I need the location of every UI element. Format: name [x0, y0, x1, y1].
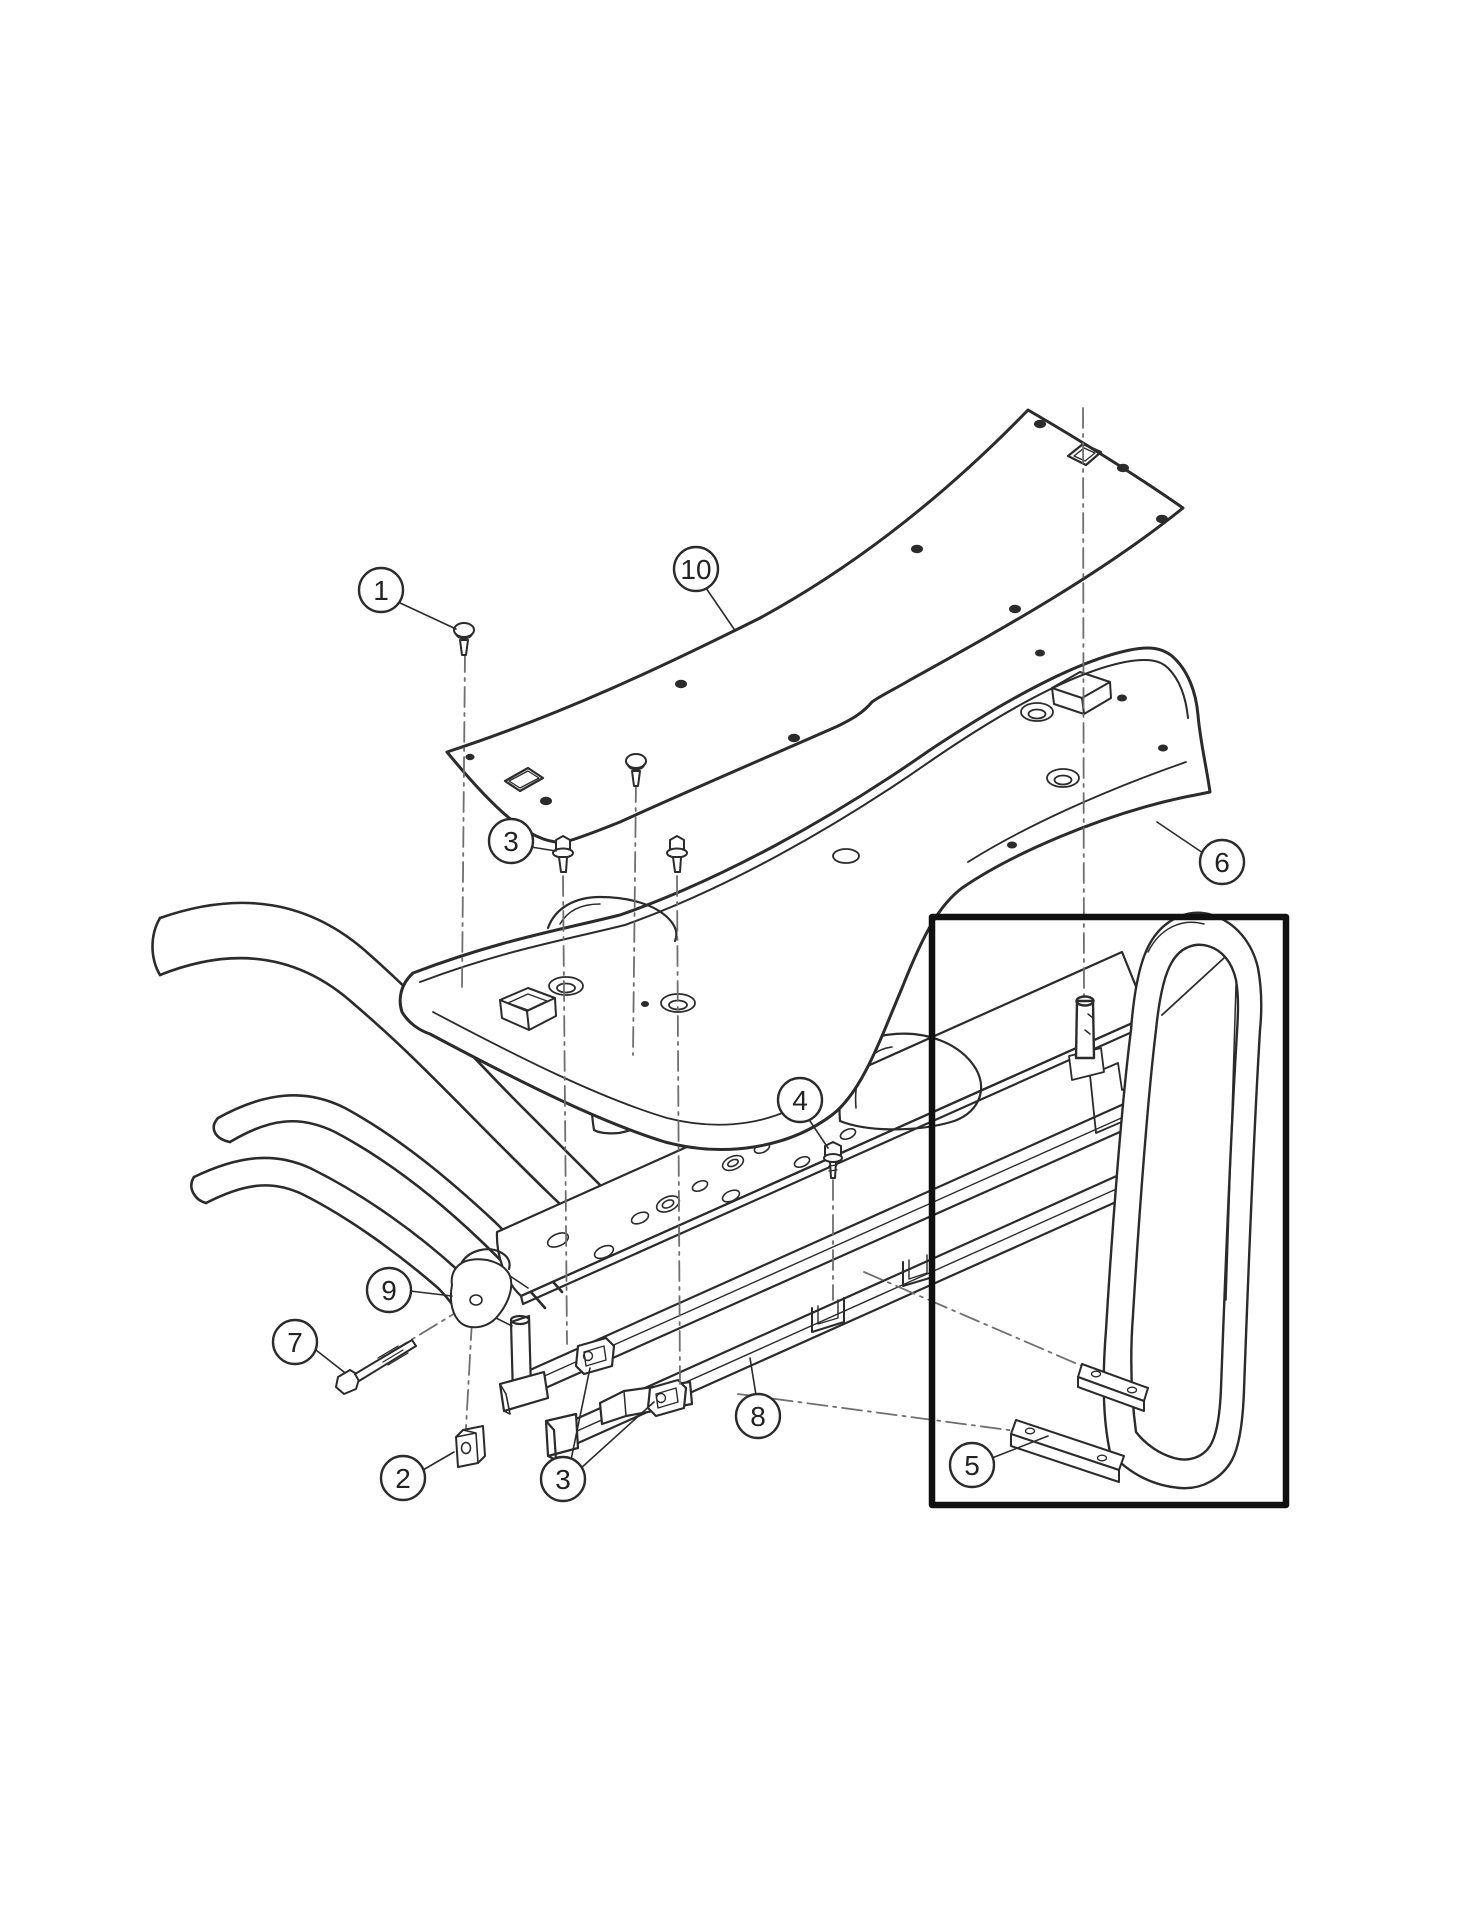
- centerline-clip-2: [465, 1319, 473, 1429]
- callout-1: 1: [357, 566, 405, 614]
- centerline-screw-1: [461, 651, 466, 989]
- svg-text:10: 10: [680, 554, 711, 585]
- svg-text:3: 3: [555, 1464, 571, 1495]
- callouts: 1 10 3 6 4 9 7 2: [271, 545, 1246, 1503]
- top-panel-part-10: [445, 408, 1185, 844]
- svg-text:5: 5: [964, 1450, 980, 1481]
- inset-detail: [928, 911, 1290, 1509]
- callout-3-lower: 3: [539, 1455, 587, 1503]
- screw-part-3a: [552, 835, 574, 873]
- svg-text:8: 8: [750, 1401, 766, 1432]
- tray-pocket-left: [499, 987, 557, 1031]
- bolt-part-7: [335, 1339, 417, 1395]
- callout-8: 8: [734, 1392, 782, 1440]
- frame-left-foot: [498, 1370, 550, 1413]
- centerlines: [359, 407, 1085, 1432]
- callout-6: 6: [1198, 838, 1246, 886]
- fasteners: [335, 622, 843, 1468]
- callout-7: 7: [271, 1318, 319, 1366]
- svg-text:3: 3: [503, 826, 519, 857]
- callout-3-upper: 3: [487, 817, 535, 865]
- centerline-rack-pin: [1082, 407, 1085, 997]
- callout-leader-lines: [315, 587, 1204, 1471]
- top-panel-screw-dots: [465, 419, 1168, 806]
- svg-text:7: 7: [287, 1327, 303, 1358]
- rack-mount-pin: [1068, 995, 1105, 1081]
- tray-holes: [548, 702, 1080, 1013]
- clamp-part-3b: [646, 1378, 688, 1418]
- guide-line-lower-bar: [737, 1393, 1017, 1432]
- frame-assembly: [495, 950, 1156, 1462]
- screw-part-1: [453, 622, 475, 656]
- clamp-part-3a: [574, 1336, 616, 1376]
- centerline-screw-3a: [562, 875, 568, 1345]
- bracket-part-9: [449, 1248, 529, 1329]
- centerline-bolt-7: [359, 1303, 471, 1372]
- seat-tray-part-6: [398, 646, 1212, 1151]
- callout-5: 5: [948, 1441, 996, 1489]
- screw-part-1-mid: [625, 753, 647, 787]
- tray-screw-dots: [641, 649, 1168, 1007]
- callout-2: 2: [379, 1454, 427, 1502]
- clip-part-2: [455, 1425, 486, 1468]
- screw-part-3b: [666, 835, 688, 873]
- centerline-screw-mid: [632, 781, 637, 1056]
- inset-box-border: [928, 913, 1290, 1509]
- svg-text:2: 2: [395, 1463, 411, 1494]
- bag-rack-part-5: [1102, 911, 1263, 1490]
- callout-10: 10: [672, 545, 720, 593]
- rack-lower-bar: [1010, 1419, 1125, 1483]
- callout-4: 4: [776, 1076, 824, 1124]
- bolt-part-4: [823, 1141, 843, 1179]
- top-panel-outline: [445, 408, 1185, 844]
- seat-tray-outline: [398, 646, 1212, 1151]
- svg-text:1: 1: [373, 575, 389, 606]
- guide-line-upper-bar: [863, 1271, 1083, 1367]
- rack-upper-bar: [1077, 1363, 1149, 1412]
- centerline-screw-3b: [676, 875, 681, 1385]
- svg-text:4: 4: [792, 1085, 808, 1116]
- svg-text:9: 9: [381, 1275, 397, 1306]
- svg-text:6: 6: [1214, 847, 1230, 878]
- callout-9: 9: [365, 1266, 413, 1314]
